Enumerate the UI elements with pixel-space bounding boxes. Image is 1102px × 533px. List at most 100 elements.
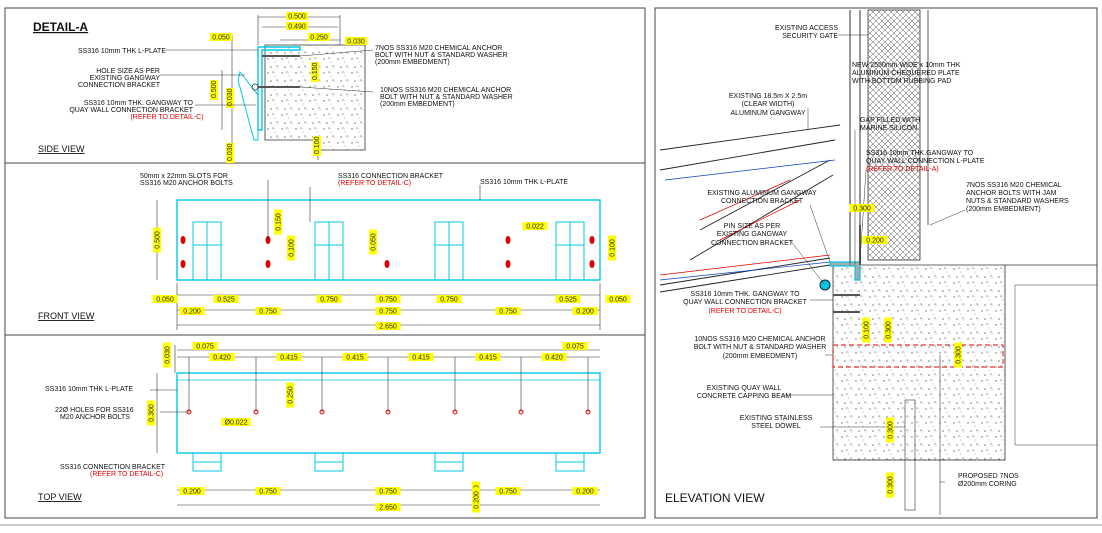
callout-top-2: M20 ANCHOR BOLTS — [60, 414, 130, 421]
dim-top-top-1-bg — [209, 353, 235, 361]
side-view-callouts: SS316 10mm THK L-PLATE HOLE SIZE AS PER … — [69, 45, 512, 121]
dim-top-v-0-bg — [163, 342, 171, 368]
dim-elev-2-bg — [862, 317, 870, 343]
elevation-callout-16: ANCHOR BOLTS WITH JAM — [966, 190, 1057, 197]
capping-beam — [832, 344, 1004, 368]
elevation-callout-18: (200mm EMBEDMENT) — [966, 206, 1041, 213]
callout-top-1: 22Ø HOLES FOR SS316 — [55, 407, 134, 414]
dim-top-v-3-bg — [221, 418, 251, 426]
elevation-callout-0: EXISTING ACCESS — [775, 25, 838, 32]
dim-top-top-0: 0.075 — [196, 344, 214, 351]
dim-top-v-3: Ø0.022 — [225, 420, 248, 427]
dim-top-bot-2-bg — [375, 487, 401, 495]
dim-elev-4-bg — [954, 342, 962, 368]
side-view — [221, 15, 366, 160]
dim-front-top-1-bg — [213, 295, 239, 303]
dim-top-top-7-bg — [562, 342, 588, 350]
callout-front-4: SS316 10mm THK L-PLATE — [480, 179, 568, 186]
dim-top-bot-4-bg — [495, 487, 521, 495]
side-view-label: SIDE VIEW — [38, 144, 85, 154]
front-view-l-plate — [176, 199, 601, 281]
sheet-frames — [0, 7, 1102, 526]
callout-side-11: BOLT WITH NUT & STANDARD WASHER — [380, 94, 513, 101]
elevation-callout-2: NEW 2550mm WIDE x 10mm THK — [852, 62, 961, 69]
dim-side-5: 0.150 — [312, 62, 319, 80]
dim-front-v-5: 0.100 — [610, 239, 617, 257]
dim-front-top-1: 0.525 — [217, 297, 235, 304]
callout-side-9: (200mm EMBEDMENT) — [375, 59, 450, 66]
dim-top-bot-0-bg — [179, 487, 205, 495]
dim-elev-3-bg — [884, 317, 892, 343]
dim-elev-4: 0.300 — [956, 346, 963, 364]
dim-front-v-1-bg — [274, 209, 282, 235]
elevation-callout-15: 7NOS SS316 M20 CHEMICAL — [966, 182, 1062, 189]
dim-front-mid-2: 0.750 — [379, 309, 397, 316]
gangway — [659, 124, 841, 293]
callout-top-3: SS316 CONNECTION BRACKET — [60, 464, 166, 471]
callout-side-1: HOLE SIZE AS PER — [96, 68, 160, 75]
dim-top-top-2-bg — [276, 353, 302, 361]
callout-front-2: SS316 CONNECTION BRACKET — [338, 173, 444, 180]
dim-side-7: 0.030 — [227, 88, 234, 106]
elevation-callout-30: EXISTING STAINLESS — [740, 415, 813, 422]
dim-elev-0: 0.300 — [853, 206, 871, 213]
side-view-concrete — [264, 44, 366, 151]
callout-side-0: SS316 10mm THK L-PLATE — [78, 48, 166, 55]
dim-elev-1: 0.200 — [866, 238, 884, 245]
front-view-label: FRONT VIEW — [38, 311, 95, 321]
top-view-l-plate — [176, 372, 601, 454]
dim-side-8: 0.030 — [227, 143, 234, 161]
dim-top-top-6: 0.420 — [545, 355, 563, 362]
dim-top-top-7: 0.075 — [566, 344, 584, 351]
callout-front-3: (REFER TO DETAIL-C) — [338, 180, 411, 187]
elevation-callout-32: PROPOSED 7NOS — [958, 473, 1019, 480]
elevation-view-label: ELEVATION VIEW — [665, 491, 765, 505]
dim-front-top-4-bg — [436, 295, 462, 303]
dim-elev-5-bg — [886, 417, 894, 443]
elevation-callout-3: ALUMINUM CHEQUERED PLATE — [852, 70, 960, 77]
dim-side-0: 0.500 — [288, 14, 306, 21]
dim-top-top-3: 0.415 — [346, 355, 364, 362]
callout-side-5: QUAY WALL CONNECTION BRACKET — [69, 107, 193, 114]
dim-top-top-4-bg — [408, 353, 434, 361]
elevation-callout-14: CONNECTION BRACKET — [721, 198, 804, 205]
front-view-brackets — [192, 221, 585, 281]
side-view-bracket — [237, 70, 259, 141]
dim-front-total: 2.650 — [379, 324, 397, 331]
callout-side-4: SS316 10mm THK. GANGWAY TO — [84, 100, 194, 107]
top-view-callouts: SS316 10mm THK L-PLATE 22Ø HOLES FOR SS3… — [45, 386, 166, 478]
dim-top-bot-1: 0.750 — [259, 489, 277, 496]
elevation-callout-28: EXISTING QUAY WALL — [707, 385, 782, 392]
elevation-callout-23: QUAY WALL CONNECTION BRACKET — [683, 299, 807, 306]
elevation-callout-24: (REFER TO DETAIL-C) — [708, 308, 781, 315]
front-view-anchor-slots — [180, 236, 595, 268]
dim-front-top-2-bg — [316, 295, 342, 303]
dim-top-top-5: 0.415 — [479, 355, 497, 362]
dim-top-v-0: 0.030 — [165, 346, 172, 364]
elevation-callout-4: WITH BOTTOM RUBBING PAD — [852, 78, 951, 85]
dim-top-total: 2.650 — [379, 505, 397, 512]
callout-top-4: (REFER TO DETAIL-C) — [90, 471, 163, 478]
dim-side-1: 0.490 — [288, 24, 306, 31]
elevation-callout-5: EXISTING 18.5m X 2.5m — [729, 93, 807, 100]
dim-front-mid-1-bg — [255, 307, 281, 315]
dim-top-v-1: 0.300 — [149, 404, 156, 422]
dim-top-top-3-bg — [342, 353, 368, 361]
callout-side-3: CONNECTION BRACKET — [78, 82, 161, 89]
top-view-brackets — [192, 452, 585, 472]
dim-side-4: 0.050 — [212, 35, 230, 42]
dim-top-bot-5: 0.200 — [576, 489, 594, 496]
dim-front-top-2: 0.750 — [320, 297, 338, 304]
elevation-callout-11: QUAY WALL CONNECTION L-PLATE — [866, 158, 985, 165]
callout-side-8: BOLT WITH NUT & STANDARD WASHER — [375, 52, 508, 59]
dim-top-v-1-bg — [147, 400, 155, 426]
elevation-view — [659, 9, 1097, 515]
elevation-callout-31: STEEL DOWEL — [751, 423, 801, 430]
dim-elev-5: 0.300 — [888, 421, 895, 439]
elevation-callout-21: CONNECTION BRACKET — [711, 240, 794, 247]
